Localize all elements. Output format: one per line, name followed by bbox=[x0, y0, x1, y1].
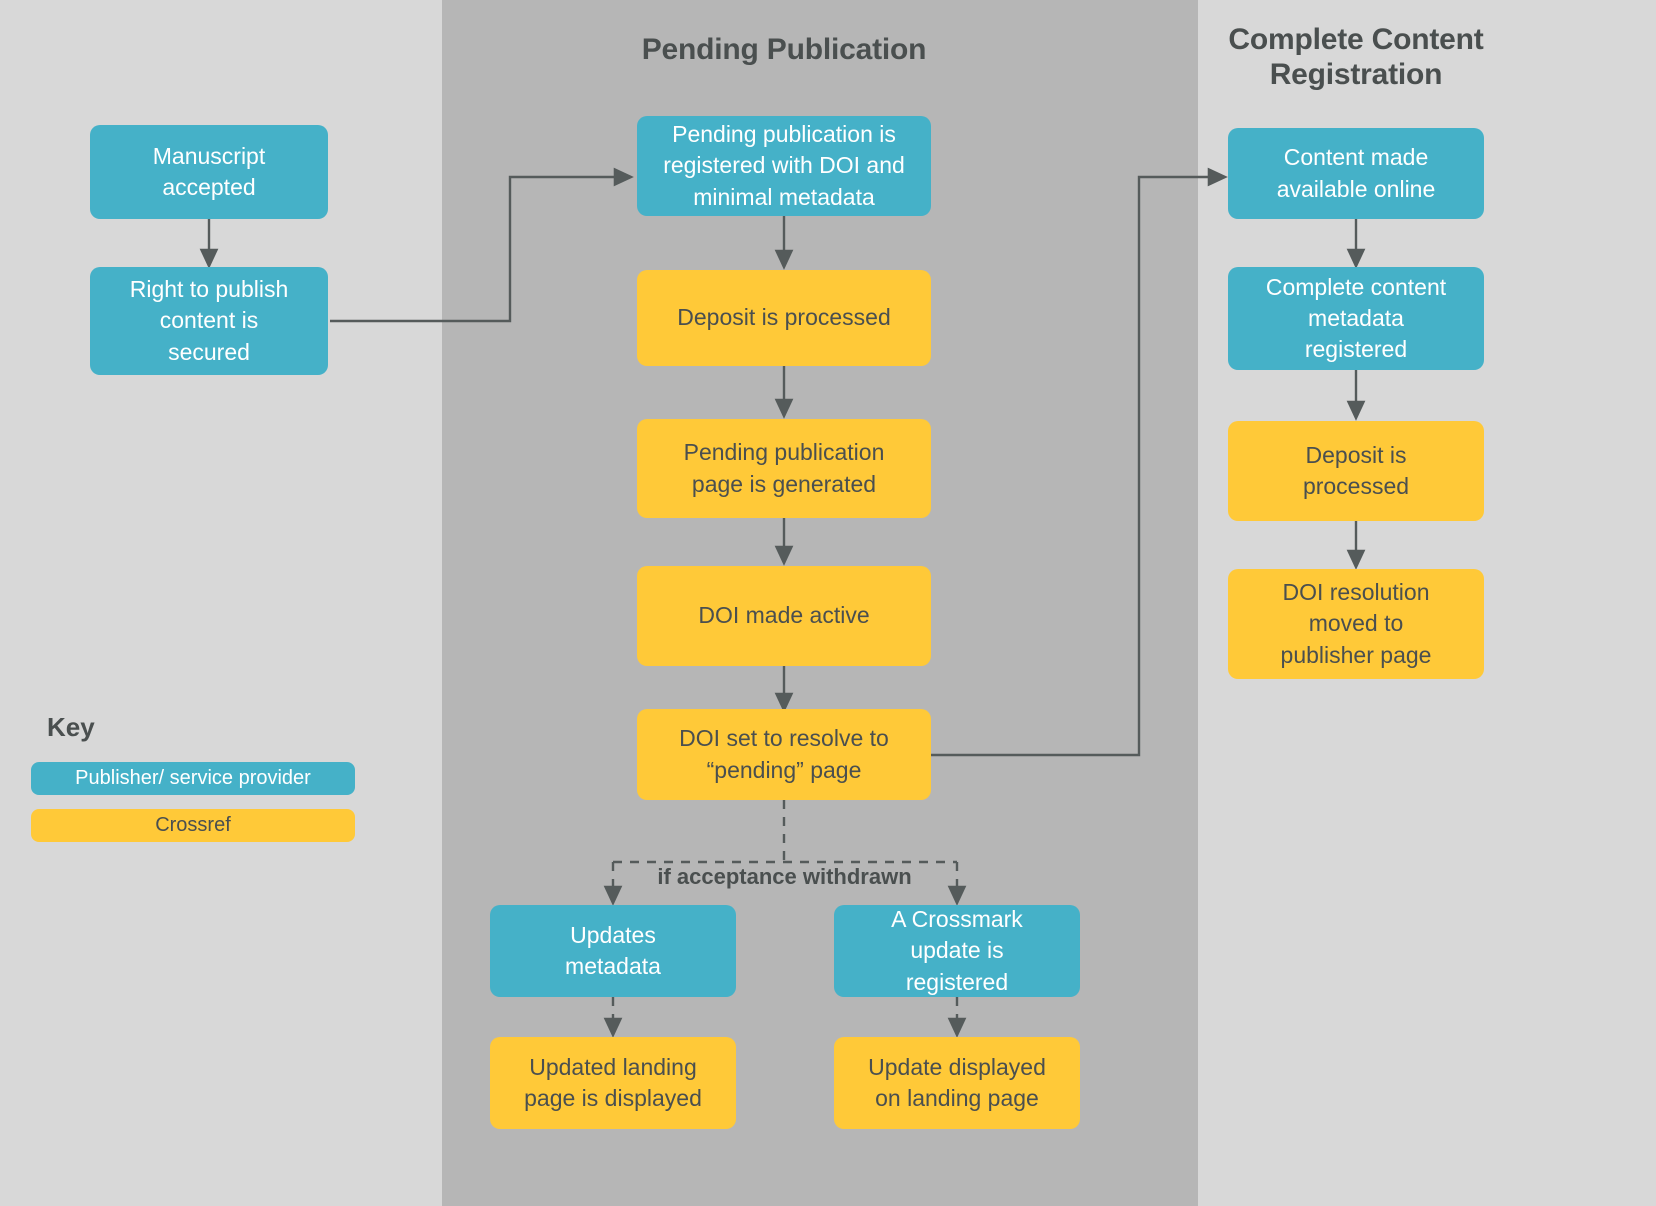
header-complete-content-registration: Complete Content Registration bbox=[1156, 22, 1556, 93]
node-deposit-is-processed-middle[interactable]: Deposit is processed bbox=[637, 270, 931, 366]
header-pending-publication: Pending Publication bbox=[641, 33, 927, 66]
edge-label-if-acceptance-withdrawn: if acceptance withdrawn bbox=[657, 864, 912, 889]
node-doi-set-to-resolve-pending[interactable]: DOI set to resolve to“pending” page bbox=[637, 709, 931, 800]
node-doi-made-active[interactable]: DOI made active bbox=[637, 566, 931, 666]
header-complete-line2: Registration bbox=[1269, 58, 1443, 92]
header-complete-line1: Complete Content bbox=[1228, 23, 1484, 56]
key-title: Key bbox=[47, 712, 95, 742]
key-item-crossref: Crossref bbox=[31, 809, 355, 842]
key-item-publisher: Publisher/ service provider bbox=[31, 762, 355, 795]
